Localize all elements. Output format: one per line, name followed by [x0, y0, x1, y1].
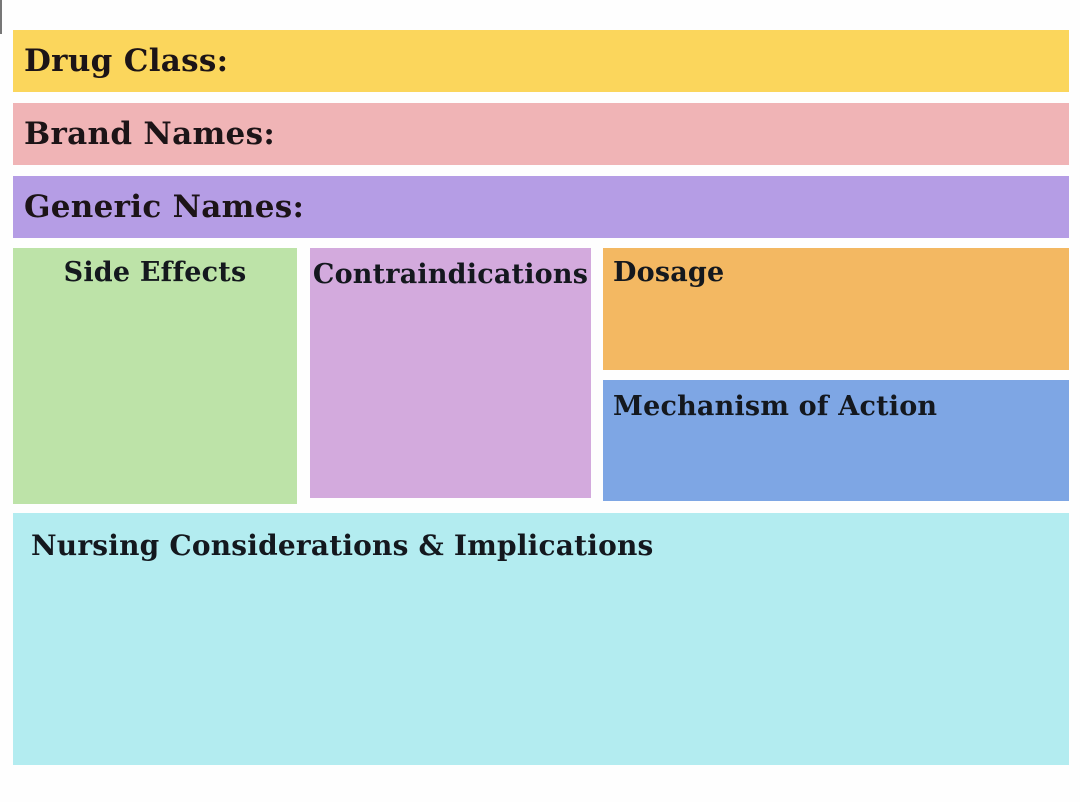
- brand-names-field[interactable]: Brand Names:: [13, 103, 1069, 165]
- mechanism-of-action-label: Mechanism of Action: [613, 391, 938, 422]
- nursing-considerations-label: Nursing Considerations & Implications: [31, 529, 654, 562]
- generic-names-field[interactable]: Generic Names:: [13, 176, 1069, 238]
- brand-names-label: Brand Names:: [24, 116, 276, 152]
- dosage-label: Dosage: [613, 257, 725, 288]
- generic-names-label: Generic Names:: [24, 189, 305, 225]
- drug-class-field[interactable]: Drug Class:: [13, 30, 1069, 92]
- dosage-box[interactable]: Dosage: [603, 248, 1069, 370]
- nursing-considerations-box[interactable]: Nursing Considerations & Implications: [13, 513, 1069, 765]
- scan-artifact-line: [0, 0, 2, 34]
- contraindications-label: Contraindications: [312, 259, 589, 290]
- drug-class-label: Drug Class:: [24, 43, 229, 79]
- side-effects-box[interactable]: Side Effects: [13, 248, 297, 504]
- mechanism-of-action-box[interactable]: Mechanism of Action: [603, 380, 1069, 501]
- side-effects-label: Side Effects: [63, 257, 247, 288]
- contraindications-box[interactable]: Contraindications: [310, 248, 591, 498]
